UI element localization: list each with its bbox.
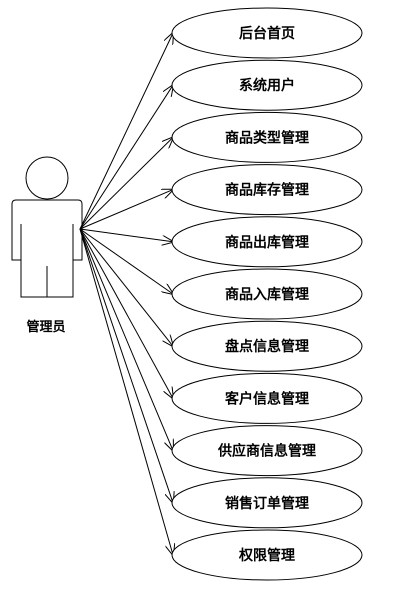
use-case-label: 权限管理 (238, 547, 295, 564)
use-case-node: 权限管理 (171, 529, 363, 581)
use-case-ellipse (171, 477, 363, 529)
use-case-ellipse (171, 529, 363, 581)
association-arrow (79, 228, 173, 398)
use-case-label: 客户信息管理 (224, 390, 309, 407)
use-case-label: 商品入库管理 (225, 286, 309, 303)
use-case-label: 商品出库管理 (225, 234, 309, 251)
association-arrow (79, 33, 173, 230)
use-case-ellipse (171, 59, 363, 111)
actor-head (25, 156, 69, 200)
use-case-node: 商品入库管理 (171, 268, 363, 320)
use-case-node: 客户信息管理 (171, 372, 363, 424)
use-case-node: 系统用户 (171, 59, 363, 111)
use-case-label: 后台首页 (239, 25, 295, 42)
use-case-ellipse (171, 268, 363, 320)
association-arrow (79, 228, 173, 242)
association-arrow (79, 228, 173, 346)
use-case-node: 后台首页 (171, 7, 363, 59)
use-case-node: 商品类型管理 (171, 111, 363, 163)
association-arrow (79, 190, 173, 230)
association-lines (79, 33, 173, 555)
association-arrow (79, 228, 173, 294)
use-case-label: 商品类型管理 (225, 129, 309, 146)
use-case-node: 供应商信息管理 (171, 425, 363, 477)
use-case-node: 销售订单管理 (171, 477, 363, 529)
use-case-node: 商品出库管理 (171, 216, 363, 268)
association-arrow (79, 228, 173, 555)
use-case-label: 供应商信息管理 (217, 443, 316, 460)
actor-figure (11, 156, 83, 298)
association-arrow (79, 228, 173, 451)
use-case-ellipse (171, 372, 363, 424)
association-arrow (79, 137, 173, 230)
use-case-node: 盘点信息管理 (171, 320, 363, 372)
use-case-ellipse (171, 7, 363, 59)
use-case-ellipse (171, 164, 363, 216)
actor-label: 管理员 (26, 319, 65, 335)
use-cases: 后台首页系统用户商品类型管理商品库存管理商品出库管理商品入库管理盘点信息管理客户… (171, 7, 363, 581)
use-case-ellipse (171, 320, 363, 372)
actor-body (11, 199, 83, 298)
use-case-node: 商品库存管理 (171, 164, 363, 216)
use-case-ellipse (171, 216, 363, 268)
use-case-label: 销售订单管理 (225, 495, 309, 512)
use-case-label: 商品库存管理 (225, 182, 309, 199)
use-case-ellipse (171, 111, 363, 163)
use-case-label: 系统用户 (239, 77, 295, 94)
use-case-ellipse (171, 425, 363, 477)
association-arrow (79, 85, 173, 230)
use-case-label: 盘点信息管理 (225, 338, 309, 355)
association-arrow (79, 228, 173, 503)
